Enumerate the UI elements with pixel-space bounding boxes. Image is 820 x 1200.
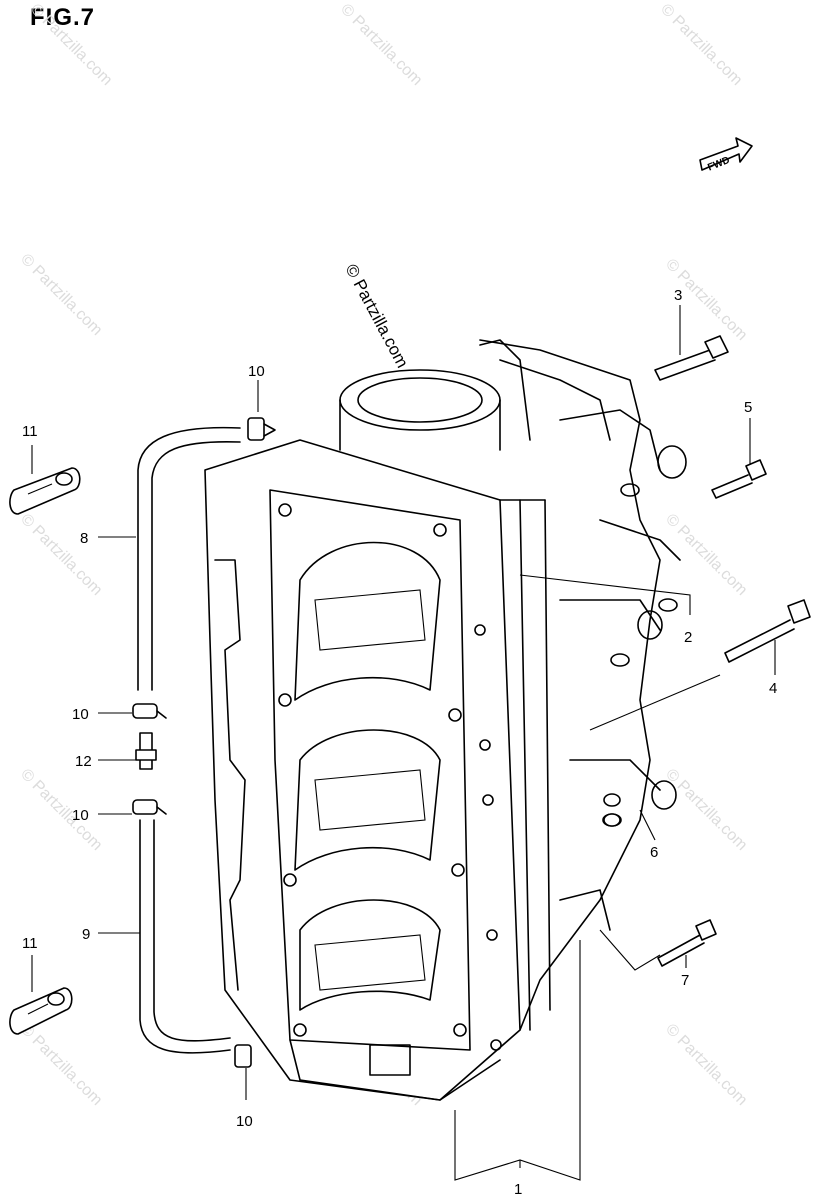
watermark-tile: © Partzilla.com [17,511,105,599]
callout-11-upper: 11 [22,423,38,440]
bolt-icon [657,919,717,967]
watermark-tile: © Partzilla.com [657,1,745,89]
callout-2: 2 [684,629,692,646]
callout-6: 6 [650,844,658,861]
watermark-tile: © Partzilla.com [17,1021,105,1109]
callout-5: 5 [744,399,752,416]
callout-9: 9 [82,926,90,943]
leader-lines [31,305,776,1181]
watermark-tile: © Partzilla.com [662,766,750,854]
hose-retainer-icon [9,467,81,515]
cylinder-block [204,339,687,1101]
figure-title: FIG.7 [30,4,96,31]
fwd-label: FWD [706,155,731,174]
hose-upper [137,426,241,691]
callouts: 1 2 3 4 5 6 7 8 9 10 10 10 10 11 11 12 [22,287,777,1198]
callout-3: 3 [674,287,682,304]
hose-lower [139,819,231,1054]
callout-10-lower-left: 10 [72,807,89,824]
watermark-tile: © Partzilla.com [17,766,105,854]
callout-4: 4 [769,680,777,697]
hose-clamp-icon [132,703,167,719]
hose-clamp-icon [247,417,276,441]
callout-10-top: 10 [248,363,265,380]
callout-1: 1 [514,1181,522,1198]
hose-joint-icon [135,732,157,770]
fwd-arrow-icon: FWD [699,137,753,174]
watermark-tile: © Partzilla.com [27,1,115,89]
watermark-tile: © Partzilla.com [662,1021,750,1109]
watermark-tile: © Partzilla.com [17,251,105,339]
hose-clamp-icon [132,799,167,815]
hose-clamp-icon [234,1044,252,1068]
hose-retainer-icon [9,987,73,1035]
bolt-icon [711,459,767,499]
watermark-center: © Partzilla.com [341,261,412,371]
watermark-tile: © Partzilla.com [337,1,425,89]
callout-8: 8 [80,530,88,547]
dowel-pin-icon [603,793,621,827]
callout-11-lower: 11 [22,935,38,952]
dowel-pin-icon [658,598,678,612]
callout-10-upper-left: 10 [72,706,89,723]
bolt-icon [724,599,811,663]
callout-12: 12 [75,753,92,770]
callout-7: 7 [681,972,689,989]
bolt-icon [654,335,729,381]
callout-10-bottom: 10 [236,1113,253,1130]
